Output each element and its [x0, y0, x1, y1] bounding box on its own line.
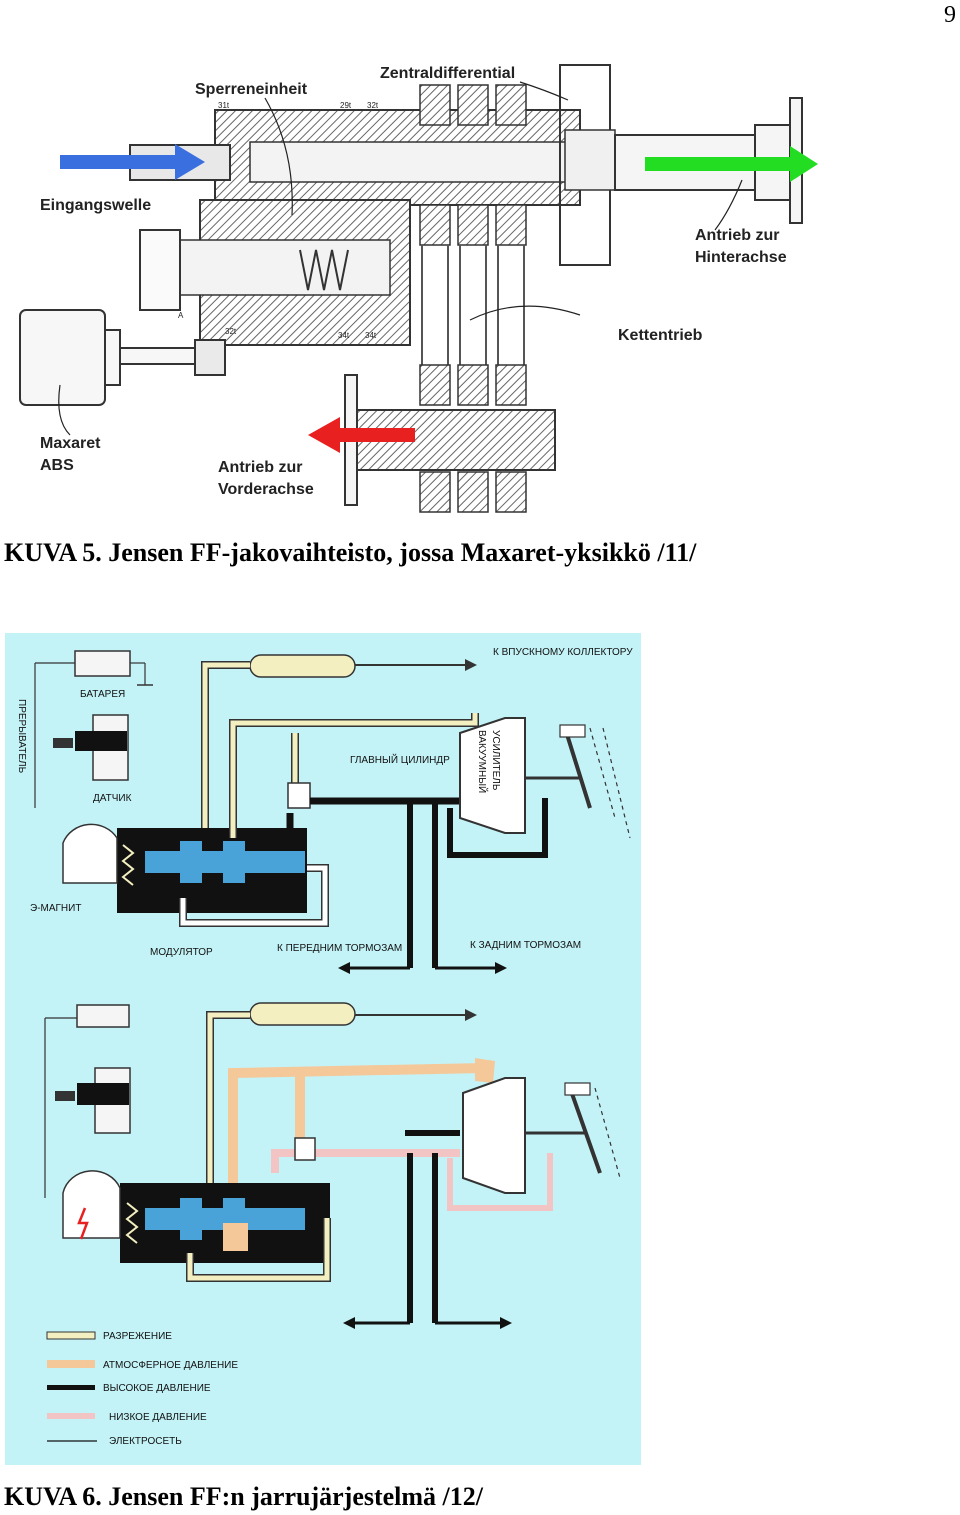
- main-shaft-housing: [129, 109, 581, 206]
- chain-drive: [421, 245, 525, 365]
- label-battery: БАТАРЕЯ: [80, 689, 125, 700]
- label-sperreneinheit: Sperreneinheit: [195, 81, 308, 98]
- front-drive-arrow: [308, 417, 415, 453]
- input-arrow: [60, 144, 205, 180]
- label-to-front-brakes: К ПЕРЕДНИМ ТОРМОЗАМ: [277, 943, 402, 954]
- label-to-rear-brakes: К ЗАДНИМ ТОРМОЗАМ: [470, 940, 581, 951]
- front-output-shaft: [344, 364, 556, 513]
- legend-label: ВЫСОКОЕ ДАВЛЕНИЕ: [103, 1383, 211, 1394]
- label-master-cylinder: ГЛАВНЫЙ ЦИЛИНДР: [350, 753, 450, 766]
- ref-32t-b: 32t: [225, 327, 237, 336]
- leader-lines: [58, 81, 743, 436]
- transfer-case-diagram: Sperreneinheit Zentraldifferential Einga…: [19, 64, 818, 513]
- label-vacuum: ВАКУУМНЫЙ: [476, 730, 489, 793]
- figure6-caption: KUVA 6. Jensen FF:n jarrujärjestelmä /12…: [4, 1482, 484, 1511]
- vacuum-booster-upper: [459, 717, 526, 834]
- legend-item: ВЫСОКОЕ ДАВЛЕНИЕ: [47, 1383, 211, 1394]
- label-interrupter: ПРЕРЫВАТЕЛЬ: [16, 699, 27, 774]
- label-eingangswelle: Eingangswelle: [40, 197, 151, 214]
- label-to-intake: К ВПУСКНОМУ КОЛЛЕКТОРУ: [493, 647, 633, 658]
- ref-34t-a: 34t: [338, 331, 350, 340]
- legend-item: ЭЛЕКТРОСЕТЬ: [47, 1436, 182, 1447]
- page-number: 9: [944, 2, 956, 28]
- legend-label: АТМОСФЕРНОЕ ДАВЛЕНИЕ: [103, 1360, 238, 1371]
- rear-output-flange: [614, 97, 803, 224]
- ref-31t-a: 31t: [218, 101, 230, 110]
- maxaret-unit: [19, 309, 226, 406]
- label-sensor: ДАТЧИК: [93, 793, 132, 804]
- label-antrieb-vorder-2: Vorderachse: [218, 481, 314, 498]
- label-booster: УСИЛИТЕЛЬ: [490, 730, 501, 791]
- rear-drive-arrow: [645, 146, 818, 182]
- ref-34t-b: 34t: [365, 331, 377, 340]
- brake-system-diagram: К ВПУСКНОМУ КОЛЛЕКТОРУ БАТАРЕЯ ГЛАВНЫЙ Ц…: [5, 633, 641, 1465]
- legend-label: РАЗРЕЖЕНИЕ: [103, 1331, 172, 1342]
- central-differential-gears: [419, 64, 616, 266]
- label-antrieb-vorder-1: Antrieb zur: [218, 459, 302, 476]
- lock-unit: [139, 199, 411, 346]
- label-electromagnet: Э-МАГНИТ: [30, 903, 81, 914]
- lower-scheme: [44, 1002, 621, 1329]
- label-maxaret-1: Maxaret: [40, 435, 101, 452]
- label-antrieb-hinter-1: Antrieb zur: [695, 227, 779, 244]
- label-antrieb-hinter-2: Hinterachse: [695, 249, 787, 266]
- legend-label: НИЗКОЕ ДАВЛЕНИЕ: [109, 1412, 207, 1423]
- ref-a: A: [178, 311, 184, 320]
- label-zentraldifferential: Zentraldifferential: [380, 65, 515, 82]
- label-kettentrieb: Kettentrieb: [618, 327, 703, 344]
- legend-item: НИЗКОЕ ДАВЛЕНИЕ: [47, 1412, 207, 1423]
- legend-item: АТМОСФЕРНОЕ ДАВЛЕНИЕ: [47, 1360, 238, 1371]
- upper-scheme: [34, 650, 631, 974]
- vacuum-booster-lower: [462, 1077, 526, 1194]
- legend-item: РАЗРЕЖЕНИЕ: [46, 1331, 172, 1342]
- legend-label: ЭЛЕКТРОСЕТЬ: [109, 1436, 182, 1447]
- ref-32t-a: 32t: [367, 101, 379, 110]
- legend: РАЗРЕЖЕНИЕ АТМОСФЕРНОЕ ДАВЛЕНИЕ ВЫСОКОЕ …: [46, 1331, 238, 1447]
- label-maxaret-2: ABS: [40, 457, 74, 474]
- figure5-caption: KUVA 5. Jensen FF-jakovaihteisto, jossa …: [4, 538, 697, 567]
- label-modulator: МОДУЛЯТОР: [150, 947, 213, 958]
- ref-29t: 29t: [340, 101, 352, 110]
